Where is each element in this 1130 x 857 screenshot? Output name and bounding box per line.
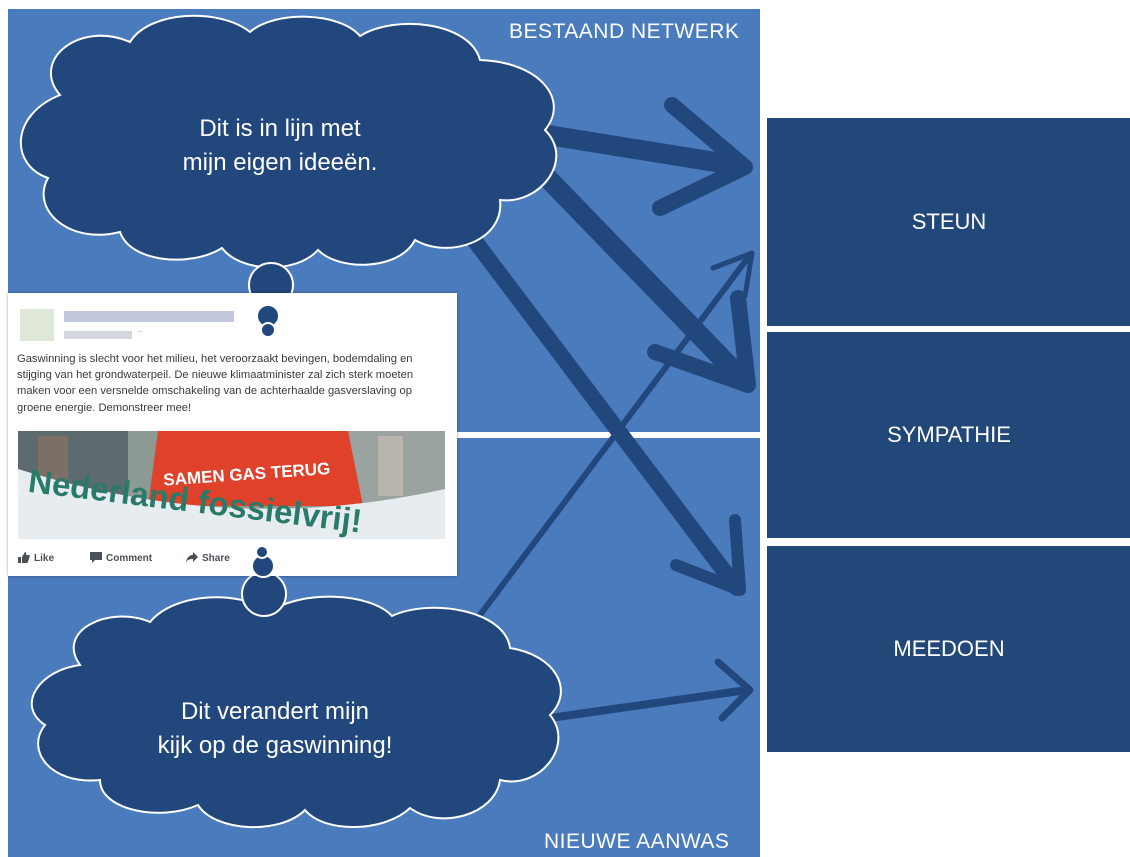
arrowhead-bottom-steun — [710, 250, 755, 299]
like-button[interactable]: Like — [18, 552, 54, 564]
post-author-placeholder — [64, 311, 234, 322]
arrow-bottom-to-meedoen — [546, 686, 751, 722]
post-meta-dot: · — [138, 326, 142, 337]
arrow-bottom-to-steun — [477, 252, 753, 618]
top-thought-text: Dit is in lijn met mijn eigen ideeën. — [130, 112, 430, 180]
arrow-top-to-sympathie — [520, 150, 755, 392]
top-thought-line-2: mijn eigen ideeën. — [182, 149, 378, 176]
comment-label: Comment — [106, 553, 153, 564]
share-icon — [186, 552, 198, 563]
thumbs-up-icon — [18, 552, 30, 563]
share-label: Share — [202, 553, 230, 564]
outcome-sympathie-label: SYMPATHIE — [887, 422, 1011, 447]
comment-icon — [90, 552, 102, 563]
arrow-top-to-meedoen — [457, 220, 745, 596]
comment-button[interactable]: Comment — [90, 552, 152, 564]
top-thought-line-1: Dit is in lijn met — [199, 115, 361, 142]
outcome-steun: STEUN — [767, 118, 1130, 326]
arrowhead-meedoen — [670, 514, 746, 596]
social-post: · Gaswinning is slecht voor het milieu, … — [8, 293, 457, 576]
like-label: Like — [34, 553, 55, 564]
existing-network-label: BESTAAND NETWERK — [509, 20, 740, 43]
arrowhead-steun — [652, 97, 753, 216]
bottom-thought-line-2: kijk op de gaswinning! — [157, 732, 393, 759]
outcome-meedoen-label: MEEDOEN — [893, 636, 1005, 661]
protest-photo-image: SAMEN GAS TERUG Nederland fossielvrij! — [18, 431, 445, 539]
bottom-thought-line-1: Dit verandert mijn — [180, 698, 370, 725]
arrowhead-bottom-meedoen — [714, 658, 754, 722]
arrows — [457, 97, 756, 722]
bottom-bubble-1 — [241, 571, 287, 617]
post-actions: Like Comment Share — [8, 548, 457, 572]
outcome-meedoen: MEEDOEN — [767, 546, 1130, 752]
post-photo: SAMEN GAS TERUG Nederland fossielvrij! — [18, 431, 445, 539]
bottom-thought-text: Dit verandert mijn kijk op de gaswinning… — [120, 695, 430, 763]
new-recruits-label: NIEUWE AANWAS — [544, 830, 730, 853]
outcome-sympathie: SYMPATHIE — [767, 332, 1130, 538]
post-meta-placeholder — [64, 331, 132, 339]
share-button[interactable]: Share — [186, 552, 230, 564]
post-avatar — [20, 309, 54, 341]
outcome-steun-label: STEUN — [911, 209, 987, 234]
post-text: Gaswinning is slecht voor het milieu, he… — [17, 353, 414, 414]
arrowhead-sympathie — [647, 290, 756, 393]
arrow-top-to-steun — [538, 125, 750, 176]
